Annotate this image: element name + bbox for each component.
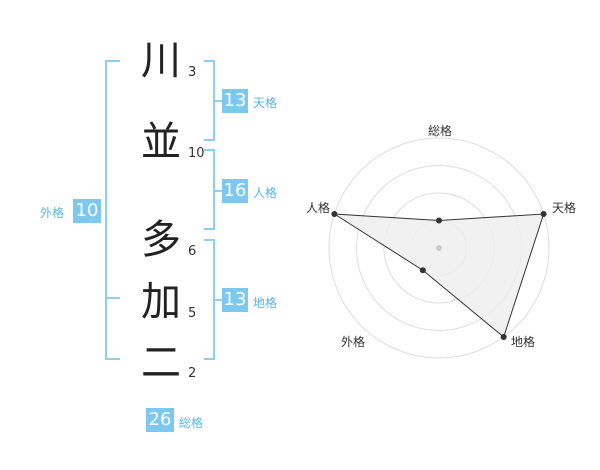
- jinkaku-bracket: [204, 149, 215, 230]
- radar-point-1: [436, 217, 442, 224]
- radar-center-dot: [436, 245, 442, 251]
- radar-point-3: [500, 333, 507, 340]
- tenkaku-badge: 13: [222, 89, 248, 113]
- name-character-4: 加: [141, 279, 181, 325]
- stroke-count-4: 5: [188, 306, 197, 321]
- stroke-count-1: 3: [188, 65, 197, 80]
- radar-point-4: [419, 267, 426, 274]
- gaikaku-badge: 10: [73, 199, 101, 223]
- radar-axis-label-gaikaku: 外格: [340, 335, 365, 349]
- radar-point-2: [540, 211, 547, 218]
- soukaku-label: 総格: [179, 416, 204, 430]
- stroke-count-5: 2: [188, 366, 197, 381]
- name-character-1: 川: [141, 38, 181, 84]
- name-character-5: 二: [141, 340, 181, 386]
- chikaku-badge: 13: [222, 288, 248, 312]
- jinkaku-label: 人格: [253, 186, 278, 200]
- stroke-count-3: 6: [188, 244, 197, 259]
- radar-axis-label-soukaku: 総格: [427, 124, 452, 138]
- name-character-2: 並: [141, 119, 181, 165]
- radar-axis-label-jinkaku: 人格: [305, 201, 330, 215]
- soukaku-badge: 26: [146, 408, 174, 432]
- stroke-count-2: 10: [188, 146, 205, 161]
- radar-point-5: [331, 211, 338, 218]
- radar-value-polygon: [334, 213, 545, 338]
- name-character-3: 多: [141, 217, 181, 263]
- tenkaku-label: 天格: [253, 96, 278, 110]
- radar-axis-label-chikaku: 地格: [510, 335, 535, 349]
- jinkaku-badge: 16: [222, 179, 248, 203]
- gaikaku-label: 外格: [40, 206, 65, 220]
- radar-axis-label-tenkaku: 天格: [551, 201, 576, 215]
- radar-ring-4: [328, 137, 550, 359]
- chikaku-label: 地格: [253, 296, 278, 310]
- gaikaku-bracket: [105, 60, 120, 360]
